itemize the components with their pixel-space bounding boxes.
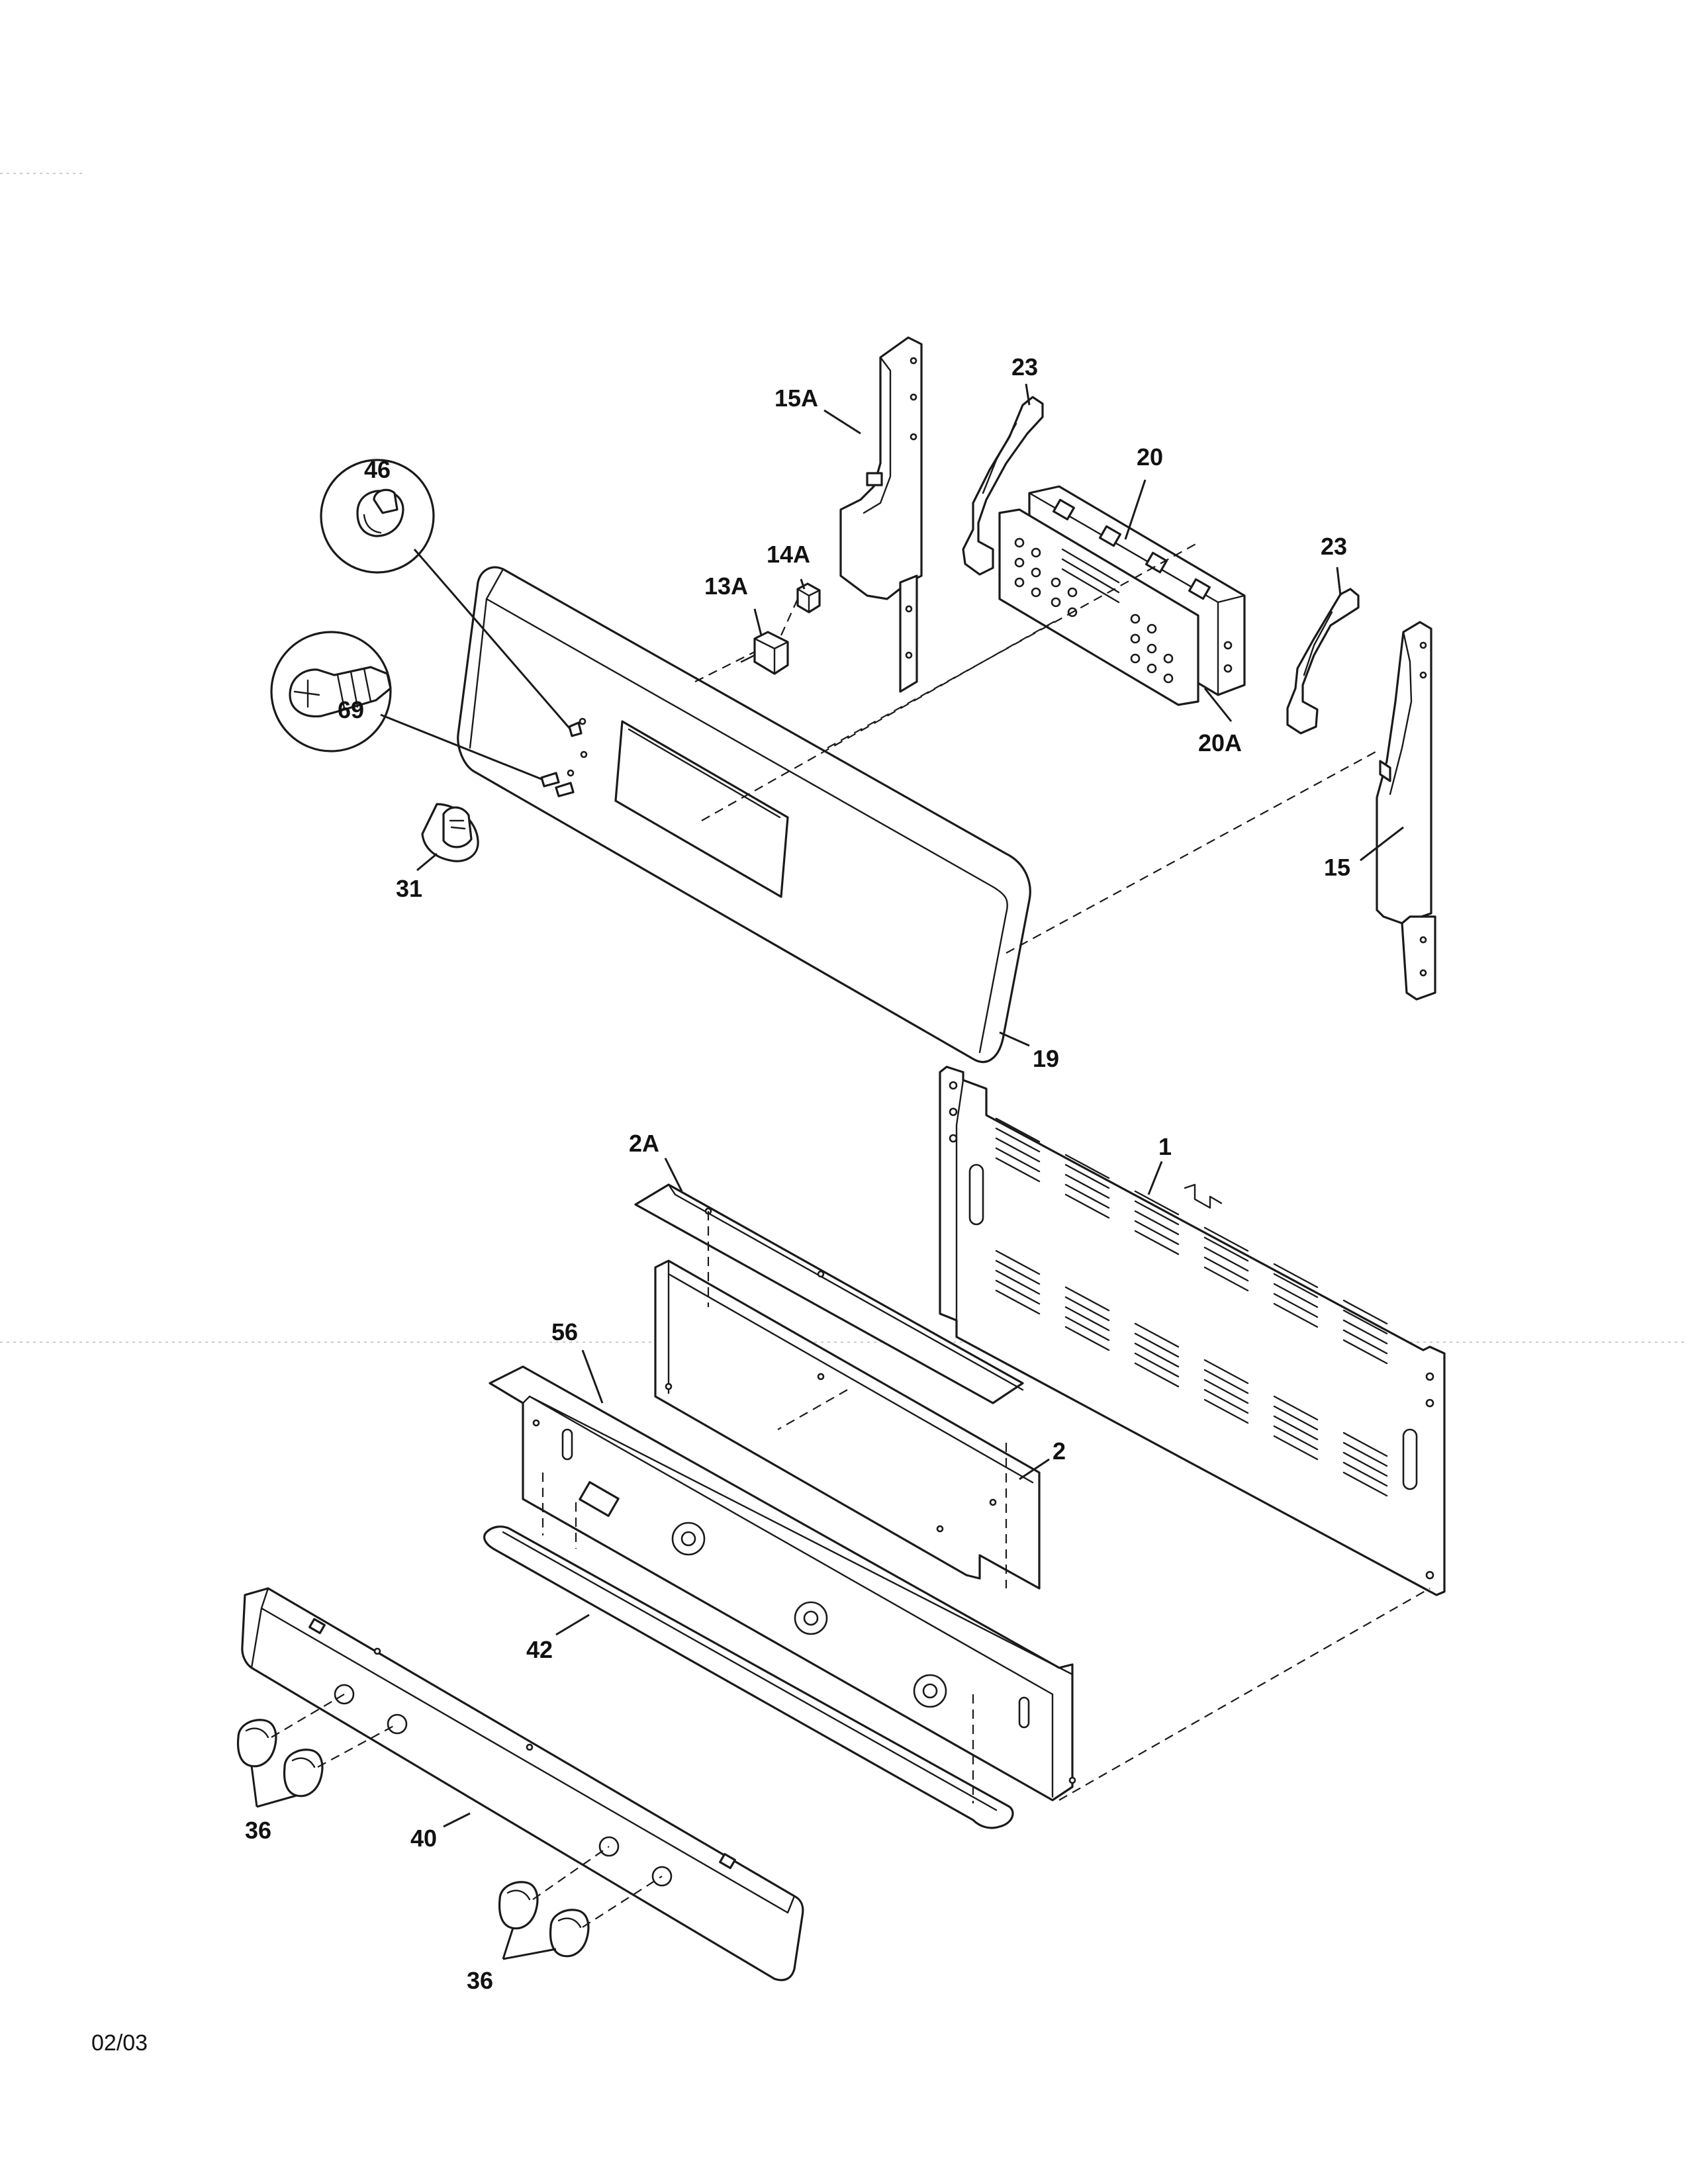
callout-20a: 20A: [1198, 729, 1242, 756]
part-2a-shield: [634, 1183, 1024, 1404]
callout-14a: 14A: [767, 541, 810, 568]
part-36-knob-3: [498, 1881, 539, 1930]
callout-2a: 2A: [629, 1130, 659, 1157]
footer-date: 02/03: [91, 2030, 148, 2056]
callout-15a: 15A: [774, 385, 818, 412]
part-13a-switch: [740, 631, 789, 675]
callout-23-lower: 23: [1321, 533, 1347, 560]
callout-1: 1: [1158, 1133, 1172, 1160]
leader-lines: [250, 383, 1404, 1960]
part-15a-left-bracket: [839, 336, 923, 693]
part-23-clip-upper: [962, 396, 1044, 576]
callout-labels: 15A 23 20 23 20A 14A 13A 15 19 46 69 31 …: [245, 353, 1350, 1994]
part-14a-switch: [796, 582, 821, 614]
callout-19: 19: [1033, 1045, 1059, 1072]
callout-31: 31: [396, 875, 422, 902]
part-20a-overlay: [998, 508, 1199, 706]
callout-46: 46: [364, 456, 391, 483]
part-36-knob-1: [236, 1719, 277, 1768]
callout-23-upper: 23: [1011, 353, 1038, 381]
callout-40: 40: [410, 1825, 437, 1852]
callout-2: 2: [1053, 1437, 1066, 1465]
callout-36-left: 36: [245, 1817, 271, 1844]
part-46-detail-circle: [320, 459, 435, 574]
part-31-knob: [421, 803, 479, 862]
part-42-trim: [483, 1525, 1014, 1829]
callout-69: 69: [338, 696, 364, 723]
panel-screws: [540, 721, 583, 797]
part-36-knob-4: [549, 1909, 590, 1958]
part-2-heat-shield: [654, 1259, 1041, 1590]
part-19-control-panel: [457, 566, 1031, 1064]
overlay-key-pattern: [1014, 537, 1174, 684]
part-56-manifold-panel: [489, 1365, 1076, 1801]
callout-56: 56: [551, 1318, 578, 1345]
callout-36-right: 36: [467, 1967, 493, 1994]
callout-13a: 13A: [704, 572, 748, 600]
callout-42: 42: [526, 1636, 553, 1663]
part-1-rear-panel: [939, 1066, 1446, 1596]
alignment-lines: [271, 542, 1430, 1928]
vent-slots: [995, 1117, 1388, 1497]
part-40-lower-panel: [241, 1587, 804, 1981]
part-23-clip-lower: [1286, 588, 1360, 735]
part-36-knob-2: [283, 1749, 324, 1797]
part-69-detail-circle: [270, 631, 392, 752]
part-15-right-bracket: [1376, 621, 1436, 1001]
callout-20: 20: [1137, 443, 1163, 471]
callout-15: 15: [1324, 854, 1350, 881]
